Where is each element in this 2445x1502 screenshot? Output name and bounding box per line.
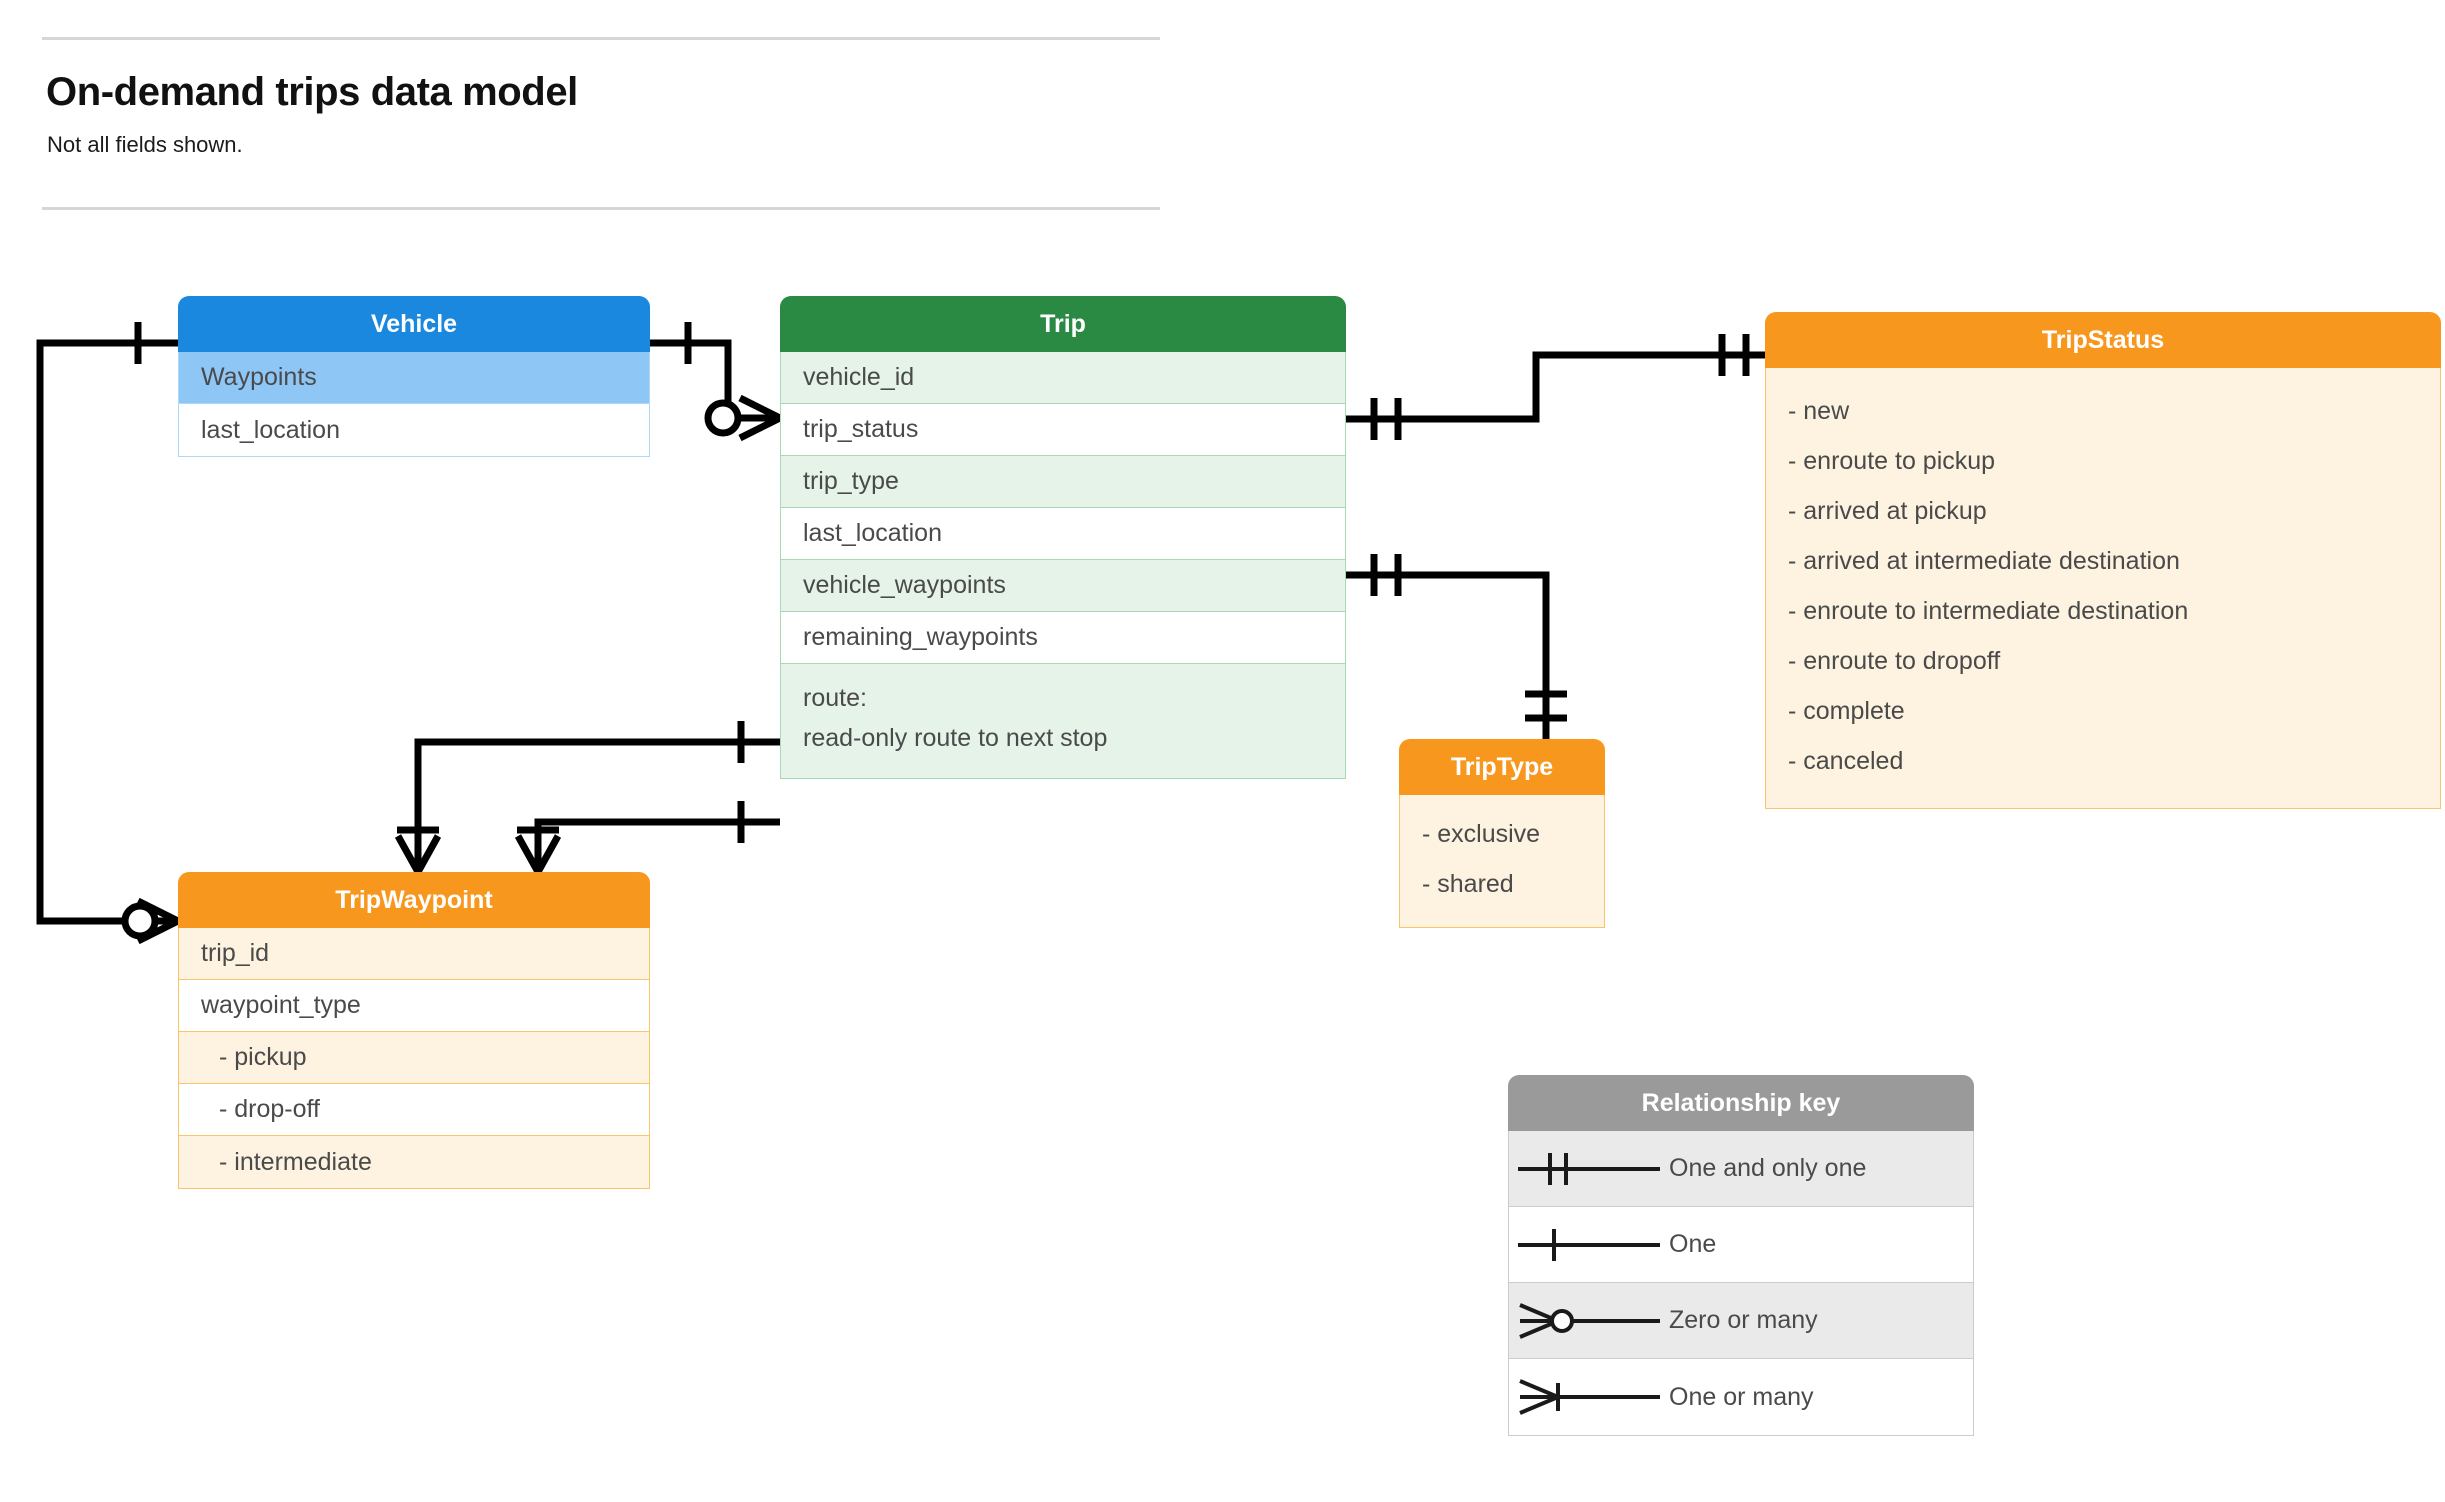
enum-value: - pickup — [179, 1032, 649, 1084]
entity-vehicle[interactable]: Vehicle Waypoints last_location — [178, 296, 650, 457]
header-divider-bottom — [42, 207, 1160, 210]
connector-trip-remainingwaypoints — [534, 818, 780, 872]
enum-value: - enroute to dropoff — [1788, 646, 2001, 675]
field-row[interactable]: vehicle_waypoints — [781, 560, 1345, 612]
one-icon — [1509, 1215, 1669, 1275]
enum-value: - enroute to intermediate destination — [1788, 596, 2189, 625]
relationship-key-legend: Relationship key One and only one — [1508, 1075, 1974, 1436]
field-row-route[interactable]: route: read-only route to next stop — [781, 664, 1345, 778]
entity-tripstatus-title: TripStatus — [1765, 312, 2441, 368]
page-title: On-demand trips data model — [46, 70, 578, 114]
legend-title: Relationship key — [1508, 1075, 1974, 1131]
enum-value: - enroute to pickup — [1788, 446, 1996, 475]
legend-item: Zero or many — [1509, 1283, 1973, 1359]
enum-value: - complete — [1788, 696, 1905, 725]
field-row[interactable]: trip_id — [179, 928, 649, 980]
field-row[interactable]: Waypoints — [179, 352, 649, 404]
field-row[interactable]: last_location — [781, 508, 1345, 560]
field-row[interactable]: vehicle_id — [781, 352, 1345, 404]
entity-trip-title: Trip — [780, 296, 1346, 352]
header-divider-top — [42, 37, 1160, 40]
connector-trip-triptype — [1346, 571, 1550, 739]
enum-value: - canceled — [1788, 746, 1904, 775]
legend-item: One and only one — [1509, 1131, 1973, 1207]
connector-vehicle-trip — [650, 339, 732, 418]
entity-tripstatus-values: - new - enroute to pickup - arrived at p… — [1765, 368, 2441, 809]
legend-item: One or many — [1509, 1359, 1973, 1435]
entity-trip[interactable]: Trip vehicle_id trip_status trip_type la… — [780, 296, 1346, 779]
connector-trip-tripstatus — [1346, 351, 1765, 423]
legend-item-label: One — [1669, 1230, 1717, 1258]
entity-triptype-values: - exclusive - shared — [1399, 795, 1605, 928]
entity-vehicle-title: Vehicle — [178, 296, 650, 352]
field-row[interactable]: waypoint_type — [179, 980, 649, 1032]
field-route-label: route: — [803, 684, 867, 712]
enum-value: - arrived at pickup — [1788, 496, 1987, 525]
field-row[interactable]: remaining_waypoints — [781, 612, 1345, 664]
one-or-many-icon — [1509, 1367, 1669, 1427]
entity-vehicle-fields: Waypoints last_location — [178, 352, 650, 457]
enum-value: - exclusive — [1422, 819, 1541, 848]
page-subtitle: Not all fields shown. — [47, 132, 243, 157]
enum-value: - drop-off — [179, 1084, 649, 1136]
one-and-only-one-icon — [1509, 1139, 1669, 1199]
legend-item-label: Zero or many — [1669, 1306, 1818, 1334]
connector-vehicle-waypoints-tripwaypoint — [36, 339, 178, 925]
legend-item-label: One and only one — [1669, 1154, 1867, 1182]
legend-items: One and only one One — [1508, 1131, 1974, 1436]
zero-or-many-icon — [1509, 1291, 1669, 1351]
legend-item: One — [1509, 1207, 1973, 1283]
enum-value: - shared — [1422, 869, 1514, 898]
entity-tripstatus[interactable]: TripStatus - new - enroute to pickup - a… — [1765, 312, 2441, 809]
field-row[interactable]: last_location — [179, 404, 649, 456]
legend-item-label: One or many — [1669, 1382, 1814, 1411]
field-route-description: read-only route to next stop — [803, 724, 1108, 752]
enum-value: - intermediate — [179, 1136, 649, 1188]
entity-tripwaypoint-title: TripWaypoint — [178, 872, 650, 928]
entity-trip-fields: vehicle_id trip_status trip_type last_lo… — [780, 352, 1346, 779]
connector-trip-vehiclewaypoints — [414, 738, 780, 872]
field-row[interactable]: trip_type — [781, 456, 1345, 508]
entity-triptype-title: TripType — [1399, 739, 1605, 795]
entity-tripwaypoint[interactable]: TripWaypoint trip_id waypoint_type - pic… — [178, 872, 650, 1189]
field-row[interactable]: trip_status — [781, 404, 1345, 456]
entity-triptype[interactable]: TripType - exclusive - shared — [1399, 739, 1605, 928]
enum-value: - arrived at intermediate destination — [1788, 546, 2180, 575]
enum-value: - new — [1788, 396, 1850, 425]
entity-tripwaypoint-fields: trip_id waypoint_type - pickup - drop-of… — [178, 928, 650, 1189]
